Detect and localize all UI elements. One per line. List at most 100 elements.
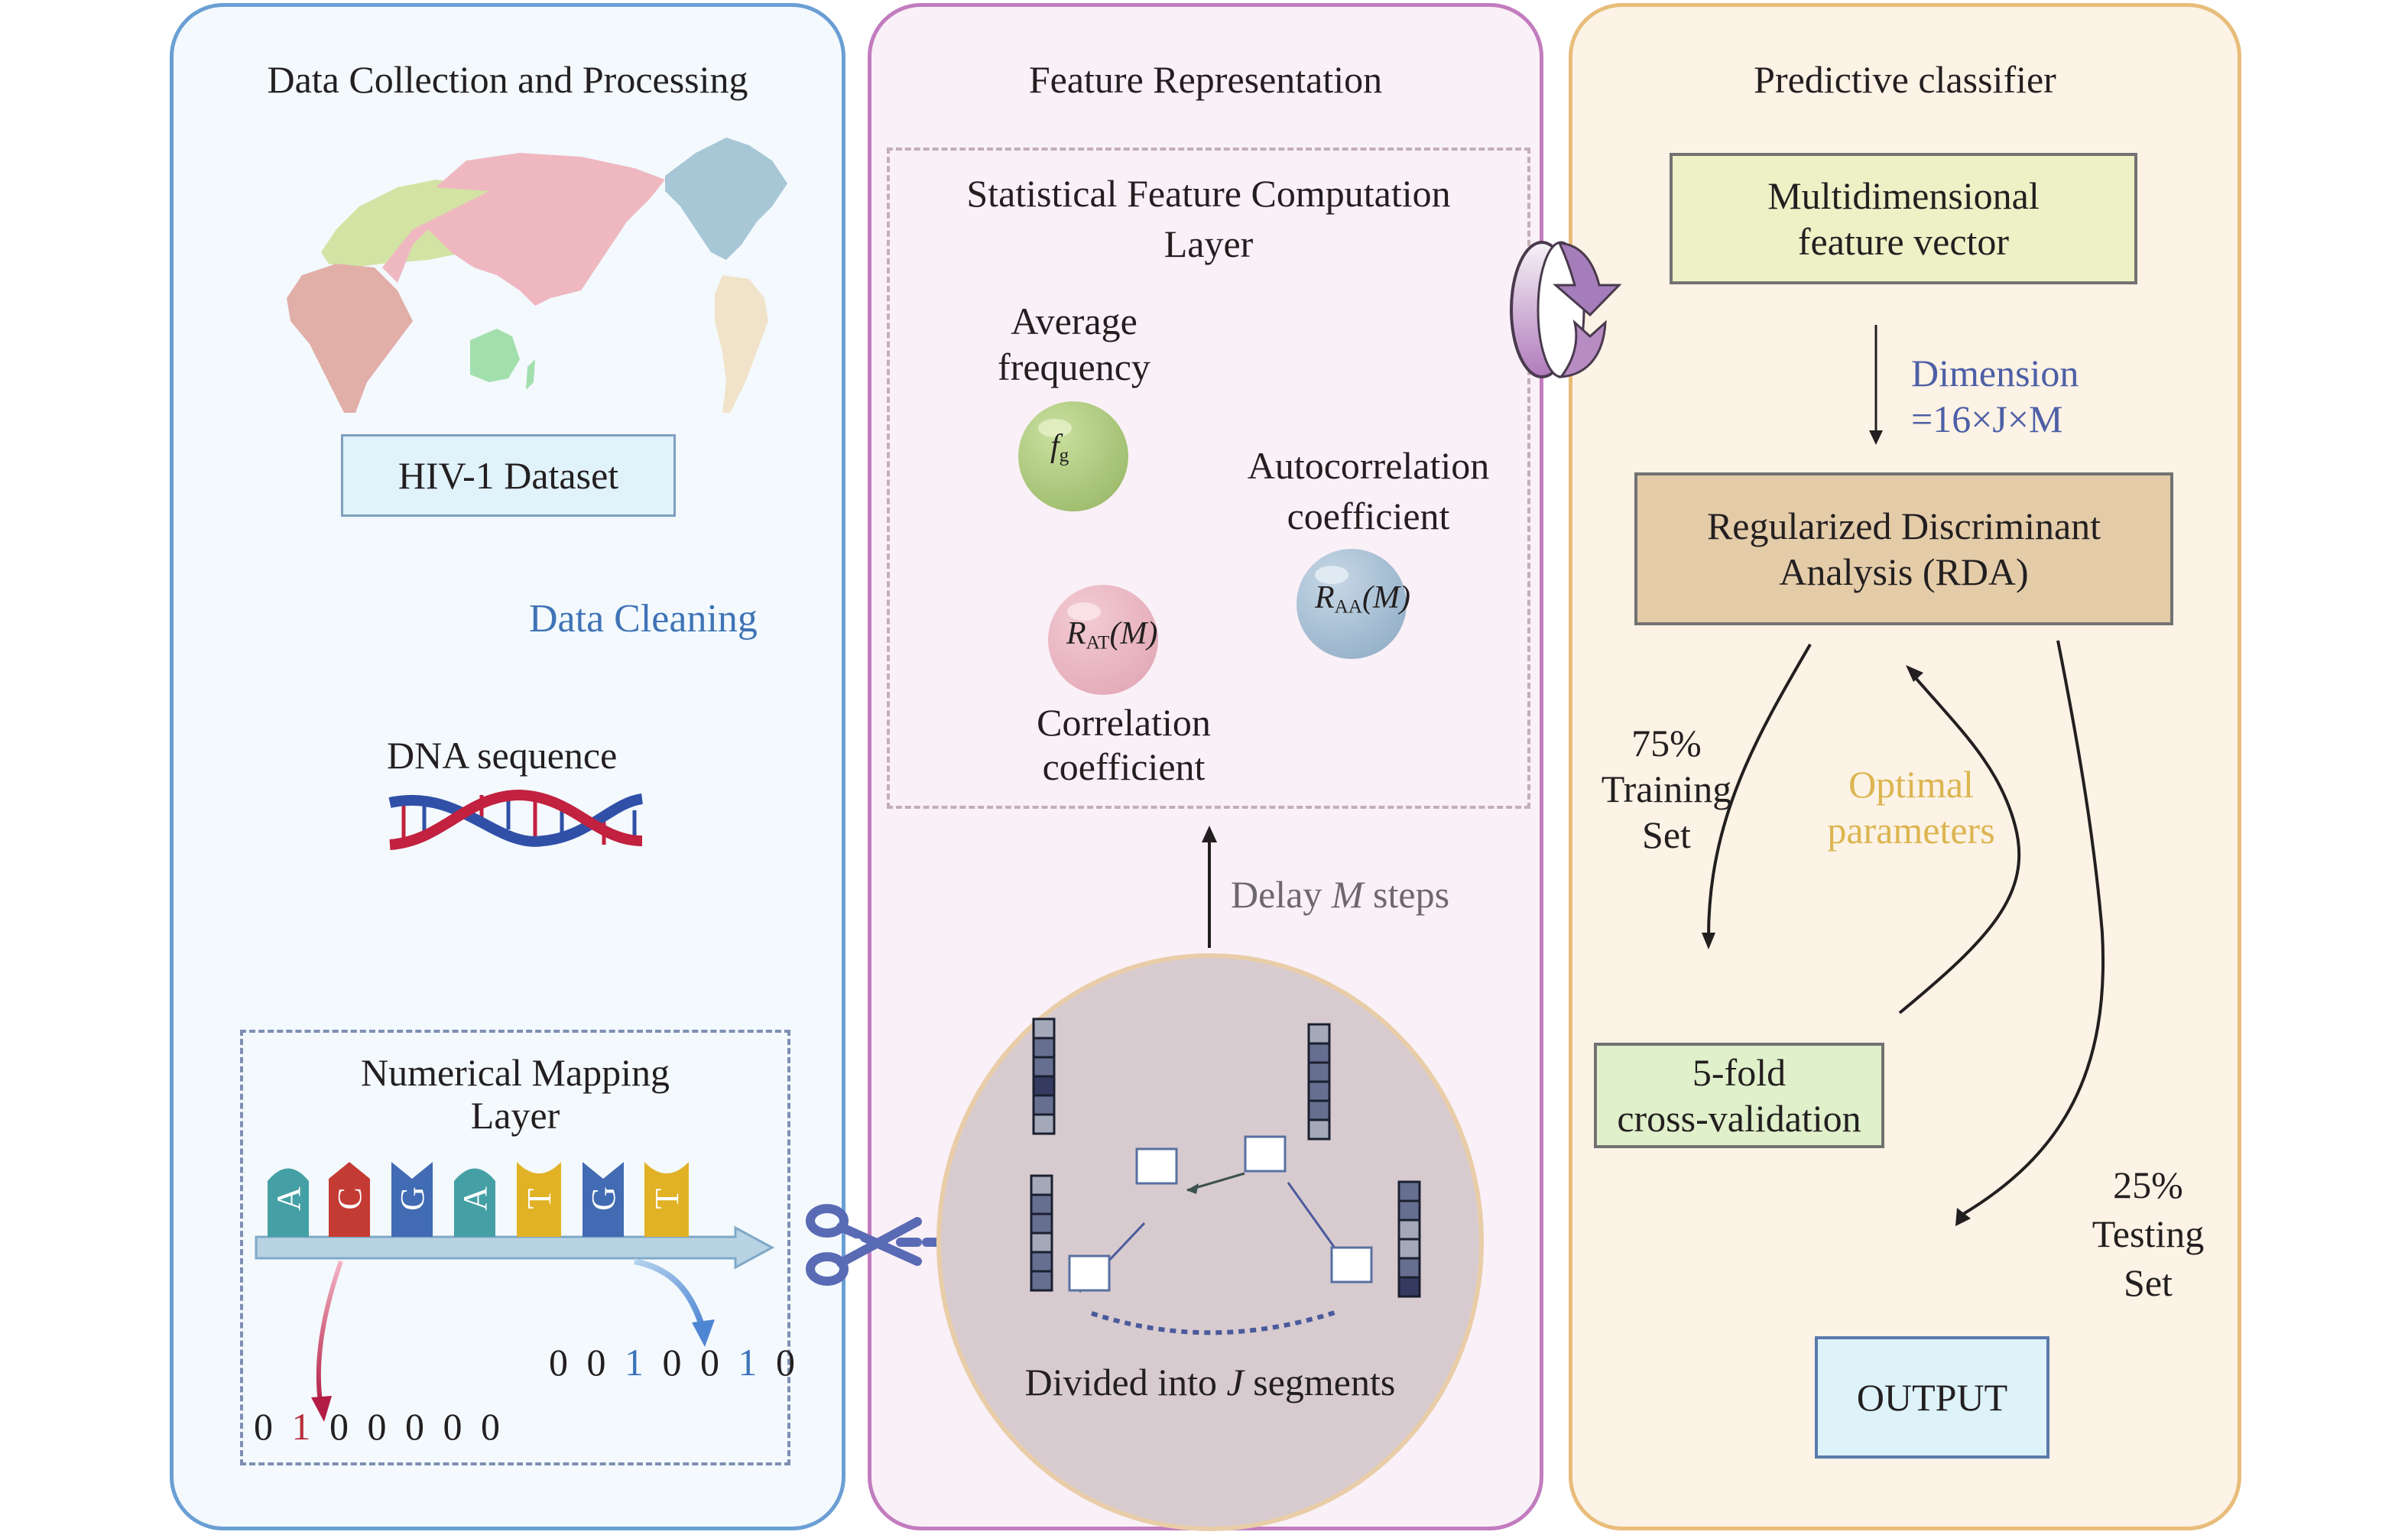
nucleotide-tile-t (517, 1162, 561, 1237)
nucleotide-letter: A (270, 1186, 307, 1211)
binary-digit: 0 (367, 1405, 405, 1448)
hiv-dataset-label: HIV-1 Dataset (398, 454, 619, 497)
cv-line-1: 5-fold (1692, 1051, 1787, 1094)
c-binary-code: 0 1 0 0 0 0 0 (254, 1405, 505, 1449)
segment-bar-cell (1307, 1042, 1331, 1064)
rat-formula: RAT(M) (1066, 615, 1157, 654)
g-mapping-arrow (634, 1258, 706, 1332)
segment-bar-cell (1030, 1270, 1053, 1292)
binary-digit: 0 (549, 1341, 587, 1384)
corr-line-2: coefficient (1042, 745, 1206, 788)
training-line-1: 75% (1631, 722, 1702, 764)
dimension-label: Dimension =16×J×M (1911, 350, 2079, 442)
segment-bar-cell (1397, 1180, 1421, 1202)
numerical-mapping-layer-box (240, 1030, 790, 1465)
delay-var: M (1331, 873, 1364, 916)
testing-set-label: 25% Testing Set (2056, 1160, 2240, 1307)
nucleotide-tile-g (583, 1162, 624, 1237)
average-frequency-label: Average frequency (948, 298, 1200, 390)
nucleotide-letter: T (648, 1188, 686, 1209)
nucleotide-tile-c (329, 1162, 370, 1237)
training-arrow (1707, 643, 1812, 937)
testing-line-3: Set (2124, 1261, 2173, 1304)
segments-var: J (1226, 1361, 1244, 1404)
optimal-parameters-arrow (1898, 671, 2021, 1014)
binary-digit: 0 (776, 1341, 800, 1384)
feature-vector-line-2: feature vector (1797, 220, 2010, 263)
nucleotide-letter: C (331, 1187, 368, 1209)
binary-digit: 0 (443, 1405, 481, 1448)
fg-formula: fg (1050, 428, 1069, 467)
optimal-line-1: Optimal (1848, 763, 1974, 806)
correlation-label: Correlation coefficient (994, 700, 1254, 789)
stat-title-line-1: Statistical Feature Computation (966, 172, 1451, 215)
delay-pre: Delay (1231, 873, 1332, 916)
testing-line-1: 25% (2113, 1163, 2183, 1206)
cv-line-2: cross-validation (1617, 1097, 1861, 1140)
nucleotide-letter: G (394, 1186, 431, 1211)
segment-bar-cell (1032, 1037, 1056, 1059)
testing-line-2: Testing (2092, 1212, 2205, 1255)
autocorr-line-2: coefficient (1287, 495, 1450, 537)
segment-bar-cell (1032, 1113, 1056, 1135)
segment-bar-cell (1397, 1199, 1421, 1222)
segment-bar-cell (1032, 1017, 1056, 1040)
raa-sub: AA (1334, 596, 1363, 618)
raa-arg: (M) (1362, 580, 1411, 615)
numerical-mapping-title: Numerical Mapping Layer (240, 1051, 790, 1137)
corr-line-1: Correlation (1037, 701, 1211, 744)
nucleotide-tile-g (391, 1162, 433, 1237)
statistical-feature-layer-box (887, 148, 1530, 809)
output-box: OUTPUT (1815, 1336, 2049, 1459)
rat-sub: AT (1086, 632, 1110, 654)
rda-line-2: Analysis (RDA) (1779, 550, 2029, 593)
c-mapping-arrow (316, 1261, 343, 1407)
data-cleaning-label: Data Cleaning (529, 597, 758, 641)
delay-post: steps (1363, 873, 1450, 916)
binary-digit: 0 (662, 1341, 700, 1384)
feature-vector-line-1: Multidimensional (1767, 174, 2040, 217)
rat-symbol: R (1066, 616, 1086, 651)
mapping-title-line-2: Layer (470, 1094, 560, 1137)
training-line-3: Set (1642, 813, 1691, 856)
panel-title-feature-representation: Feature Representation (1028, 58, 1383, 101)
dna-sequence-label: DNA sequence (387, 734, 618, 777)
nucleotide-tile-a (454, 1168, 495, 1237)
binary-digit: 0 (329, 1405, 368, 1448)
avg-freq-line-2: frequency (998, 346, 1150, 388)
binary-digit: 0 (700, 1341, 738, 1384)
fg-sub: g (1059, 445, 1069, 466)
binary-digit: 0 (586, 1341, 625, 1384)
binary-digit: 0 (254, 1405, 292, 1448)
sequence-arrow (255, 1225, 775, 1270)
binary-digit: 1 (291, 1405, 329, 1448)
segments-circle (936, 953, 1484, 1531)
binary-digit: 0 (481, 1405, 505, 1448)
segment-node (1135, 1147, 1178, 1185)
autocorrelation-label: Autocorrelation coefficient (1223, 440, 1514, 541)
nucleotide-letter: G (585, 1186, 622, 1211)
segment-bar-cell (1032, 1056, 1056, 1078)
segments-pre: Divided into (1024, 1361, 1227, 1404)
training-set-label: 75% Training Set (1575, 720, 1758, 858)
segment-node (1068, 1254, 1111, 1292)
segment-bar-cell (1307, 1118, 1331, 1141)
segments-post: segments (1243, 1361, 1396, 1404)
raa-formula: RAA(M) (1315, 579, 1410, 618)
segment-bar-cell (1032, 1094, 1056, 1116)
statistical-feature-title: Statistical Feature Computation Layer (887, 168, 1530, 269)
rat-arg: (M) (1109, 616, 1158, 651)
segment-bar-cell (1397, 1276, 1421, 1298)
segment-bar-cell (1397, 1219, 1421, 1241)
g-binary-code: 0 0 1 0 0 1 0 (549, 1341, 800, 1385)
nucleotide-tile-t (644, 1162, 689, 1237)
